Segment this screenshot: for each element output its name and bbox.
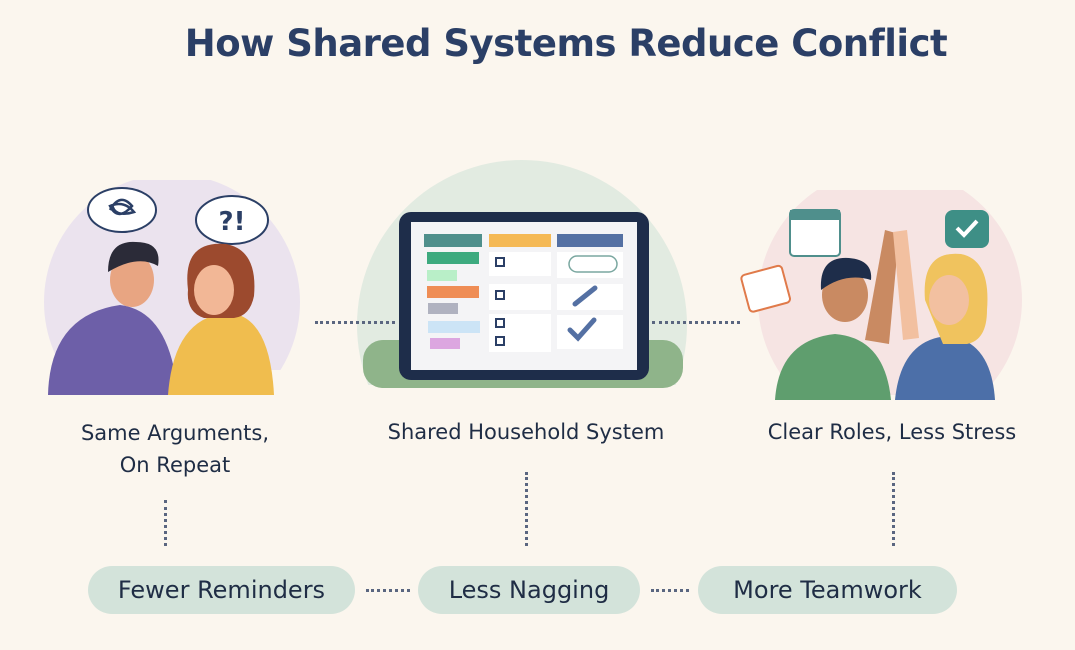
tablet-task-board-illustration — [355, 160, 695, 395]
stage-label-shared-system: Shared Household System — [387, 420, 665, 444]
connector-dots — [366, 589, 410, 592]
stage-label-clear-roles: Clear Roles, Less Stress — [767, 420, 1017, 444]
connector-dots — [652, 321, 740, 324]
outcome-pill-less-nagging: Less Nagging — [418, 566, 640, 614]
connector-dots — [892, 472, 895, 546]
checkmark-bubble-icon — [945, 210, 989, 248]
connector-dots — [315, 321, 395, 324]
label-line: Same Arguments, — [80, 421, 270, 445]
page-title: How Shared Systems Reduce Conflict — [184, 22, 948, 65]
label-line: On Repeat — [119, 453, 231, 477]
svg-text:?!: ?! — [219, 207, 246, 237]
outcome-pill-fewer-reminders: Fewer Reminders — [88, 566, 355, 614]
connector-dots — [164, 500, 167, 546]
stage-label-same-arguments: Same Arguments, On Repeat — [40, 417, 310, 481]
question-exclamation-bubble-icon: ?! — [195, 195, 269, 245]
scribble-bubble-icon — [87, 187, 157, 233]
outcome-pill-more-teamwork: More Teamwork — [698, 566, 957, 614]
calendar-icon — [740, 264, 792, 313]
high-five-couple-illustration — [735, 190, 1035, 400]
arguing-couple-illustration: ?! — [40, 180, 310, 400]
calendar-icon — [789, 209, 841, 257]
connector-dots — [525, 472, 528, 546]
connector-dots — [651, 589, 689, 592]
